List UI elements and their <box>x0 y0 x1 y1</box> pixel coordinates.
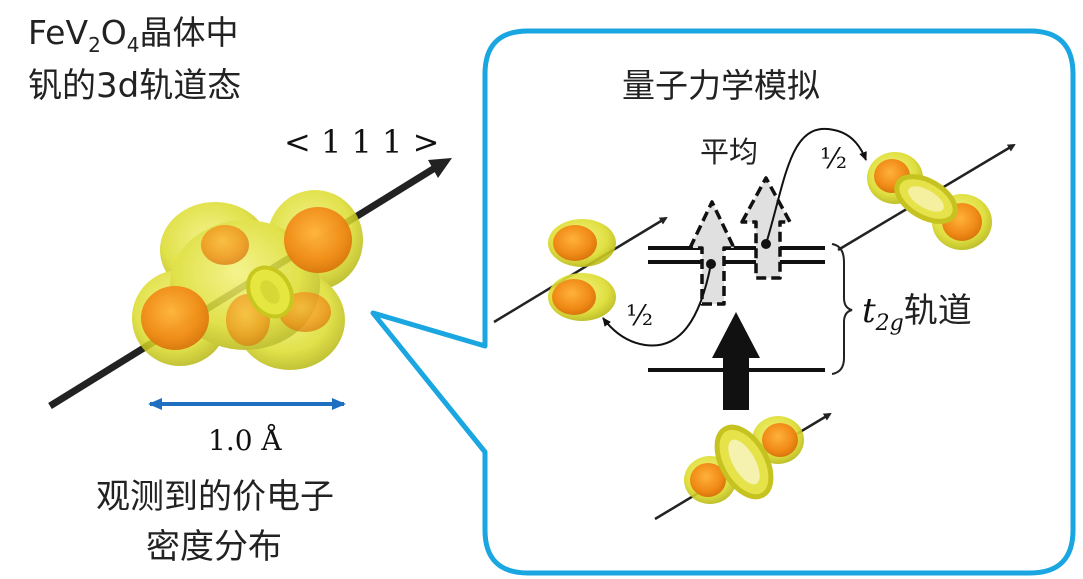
crystal-title: FeV2O4晶体中 <box>28 13 239 57</box>
observed-density-caption-line1: 观测到的价电子 <box>96 477 334 517</box>
half-label-left: ½ <box>626 299 653 332</box>
t2g-orbital-label: t2g轨道 <box>862 291 972 336</box>
average-label: 平均 <box>700 135 758 169</box>
scale-label: 1.0 Å <box>208 424 282 457</box>
observed-density-caption-line2: 密度分布 <box>146 527 282 567</box>
simulation-title: 量子力学模拟 <box>622 66 820 105</box>
half-spin-arrow-left <box>688 200 736 306</box>
main-axis-arrowhead <box>428 158 452 178</box>
axis-direction-label: < 1 1 1 > <box>284 123 439 161</box>
left-orbital <box>493 216 668 324</box>
transition-curve-right <box>765 127 867 245</box>
orbital-state-title: 钒的3d轨道态 <box>28 66 241 106</box>
transition-curve-left <box>602 263 712 347</box>
transition-dot-right <box>761 239 771 249</box>
full-spin-arrow <box>712 312 760 410</box>
transition-dot-left <box>706 259 716 269</box>
observed-density-blob <box>132 190 363 370</box>
right-orbital <box>837 143 1016 252</box>
bottom-orbital <box>654 412 832 521</box>
half-label-top: ½ <box>820 142 847 175</box>
t2g-brace <box>831 243 853 375</box>
